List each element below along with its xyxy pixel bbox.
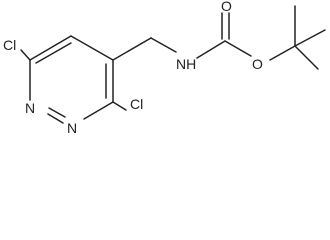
bond-c-o-ester <box>224 40 252 57</box>
bond-c6-c5-inner <box>35 42 72 64</box>
chlorine-label-right: Cl <box>130 96 143 112</box>
nitrogen-label-2: N <box>67 120 77 136</box>
bonds <box>20 5 326 124</box>
bond-o-cq <box>269 45 296 61</box>
bond-n2-n1 <box>47 113 64 124</box>
bond-ch2-nh <box>150 37 177 53</box>
bond-cq-me3 <box>294 45 319 70</box>
bond-cq-me2 <box>294 29 326 47</box>
bond-c3-cl <box>112 101 127 111</box>
bond-c3-n2 <box>83 101 114 120</box>
bond-c6-c5 <box>29 35 72 61</box>
ester-oxygen-label: O <box>252 56 263 72</box>
atom-labels: Cl N N Cl NH O O <box>3 0 263 136</box>
chemical-structure-diagram: Cl N N Cl NH O O <box>3 0 326 136</box>
chlorine-label-left: Cl <box>3 37 16 53</box>
bond-c4-ch2 <box>112 37 152 61</box>
bond-c6-cl <box>20 49 31 61</box>
nitrogen-label-1: N <box>25 100 35 116</box>
carbonyl-oxygen-label: O <box>221 0 232 14</box>
bond-c5-c4 <box>70 35 114 61</box>
nh-label: NH <box>176 56 196 72</box>
bond-n2-n1-inner <box>48 107 66 118</box>
bond-nh-c <box>196 40 226 59</box>
